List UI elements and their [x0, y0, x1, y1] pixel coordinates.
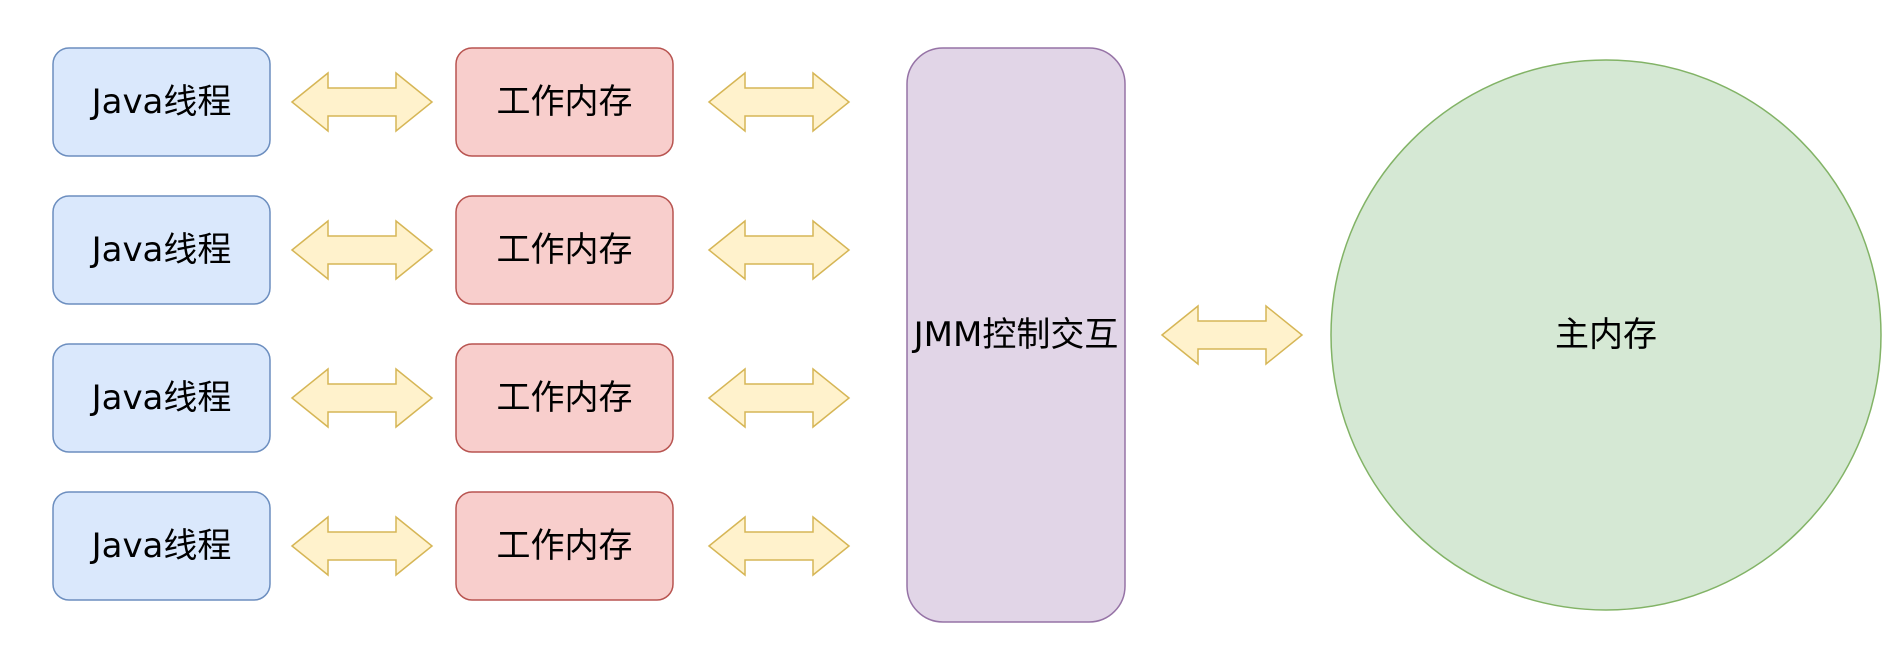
thread-label: Java线程: [90, 82, 232, 122]
thread-node-1[interactable]: Java线程: [52, 47, 271, 157]
working-memory-box: [455, 195, 674, 305]
jmm-box: [906, 47, 1126, 623]
working-memory-box: [455, 491, 674, 601]
main-memory-label: 主内存: [1555, 315, 1657, 355]
arrow-working-jmm-3: [707, 367, 851, 429]
thread-box: [52, 195, 271, 305]
working-memory-label: 工作内存: [497, 378, 633, 418]
working-memory-label: 工作内存: [497, 82, 633, 122]
arrow-thread-working-2: [290, 219, 434, 281]
arrow-working-jmm-2: [707, 219, 851, 281]
working-memory-label: 工作内存: [497, 230, 633, 270]
arrow-thread-working-4: [290, 515, 434, 577]
thread-node-4[interactable]: Java线程: [52, 491, 271, 601]
arrow-working-jmm-4: [707, 515, 851, 577]
thread-node-2[interactable]: Java线程: [52, 195, 271, 305]
jmm-label: JMM控制交互: [912, 315, 1119, 355]
working-memory-box: [455, 47, 674, 157]
thread-node-3[interactable]: Java线程: [52, 343, 271, 453]
connection-arrows: [290, 71, 1304, 577]
thread-box: [52, 491, 271, 601]
working-memory-node-3[interactable]: 工作内存: [455, 343, 674, 453]
working-memory-node-1[interactable]: 工作内存: [455, 47, 674, 157]
thread-box: [52, 47, 271, 157]
arrow-thread-working-1: [290, 71, 434, 133]
thread-label: Java线程: [90, 526, 232, 566]
working-memory-box: [455, 343, 674, 453]
arrow-thread-working-3: [290, 367, 434, 429]
working-memory-node-2[interactable]: 工作内存: [455, 195, 674, 305]
thread-label: Java线程: [90, 378, 232, 418]
jmm-node[interactable]: JMM控制交互: [906, 47, 1126, 623]
main-memory-node[interactable]: 主内存: [1330, 59, 1882, 611]
working-memory-node-4[interactable]: 工作内存: [455, 491, 674, 601]
thread-label: Java线程: [90, 230, 232, 270]
thread-box: [52, 343, 271, 453]
working-memory-label: 工作内存: [497, 526, 633, 566]
arrow-jmm-main: [1160, 304, 1304, 366]
main-memory-circle: [1330, 59, 1882, 611]
arrow-working-jmm-1: [707, 71, 851, 133]
